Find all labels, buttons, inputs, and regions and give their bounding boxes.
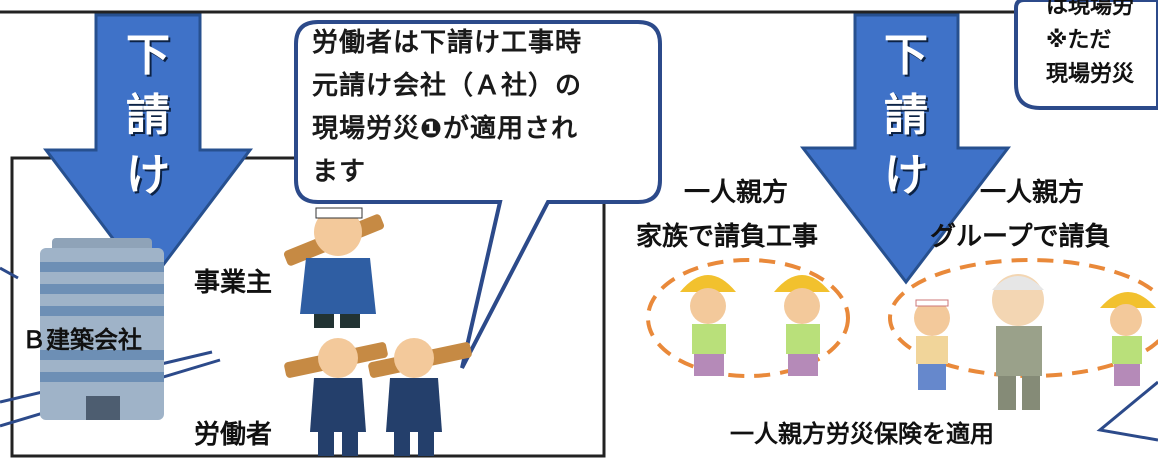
helmet-worker-2: [774, 275, 830, 376]
family-group-ellipse: [646, 258, 850, 378]
arrow-left-char-2: 請: [126, 90, 170, 141]
helmet-worker-1: [680, 275, 736, 376]
callout-line-upper: [0, 266, 19, 280]
bottom-right-callout: [1096, 380, 1158, 442]
center-bubble-line-4: ます: [312, 157, 367, 187]
arrow-left-label: 下 請 け: [113, 26, 183, 206]
arrow-left-char-1: 下: [126, 30, 170, 81]
subcontract-arrow-right: [799, 13, 1012, 285]
subcontract-arrow-left: [42, 13, 254, 288]
elder-worker-figure: [992, 274, 1044, 410]
arrow-right-char-3: け: [884, 150, 928, 201]
family-group-subtitle: 家族で請負工事: [636, 222, 819, 252]
top-right-bubble-line-1: は現場労: [1046, 0, 1135, 19]
helmet-worker-3: [1100, 292, 1156, 386]
center-speech-bubble: [294, 20, 662, 369]
employer-label: 事業主: [194, 268, 273, 298]
group-contract-title: 一人親方: [980, 178, 1085, 208]
center-bubble-line-2: 元請け会社（Ａ社）の: [312, 71, 583, 101]
arrow-right-char-2: 請: [884, 90, 928, 141]
top-right-bubble-line-2: ※ただ: [1046, 28, 1112, 53]
workers-label: 労働者: [194, 420, 273, 450]
employer-figure: [283, 207, 385, 328]
insurance-note: 一人親方労災保険を適用: [730, 420, 994, 448]
center-bubble-text: 労働者は下請け工事時 元請け会社（Ａ社）の 現場労災❶が適用され ます: [312, 22, 582, 194]
company-label: Ｂ建築会社: [22, 326, 142, 354]
arrow-right-char-1: 下: [884, 30, 928, 81]
worker-figure-2: [368, 338, 472, 456]
group-contract-subtitle: グループで請負: [930, 222, 1111, 252]
top-right-speech-bubble: [1014, 0, 1158, 110]
top-right-bubble-line-3: 現場労災: [1046, 62, 1135, 87]
center-bubble-line-3: 現場労災❶が適用され: [312, 114, 579, 144]
worker-figure-1: [284, 338, 388, 456]
arrow-left-char-3: け: [126, 150, 170, 201]
center-bubble-line-1: 労働者は下請け工事時: [312, 28, 583, 58]
child-worker-figure: [914, 299, 950, 390]
building-illustration: [40, 238, 164, 420]
top-right-bubble-text: は現場労 ※ただ 現場労災: [1046, 0, 1158, 102]
arrow-right-label: 下 請 け: [871, 26, 941, 206]
family-group-title: 一人親方: [684, 178, 789, 208]
